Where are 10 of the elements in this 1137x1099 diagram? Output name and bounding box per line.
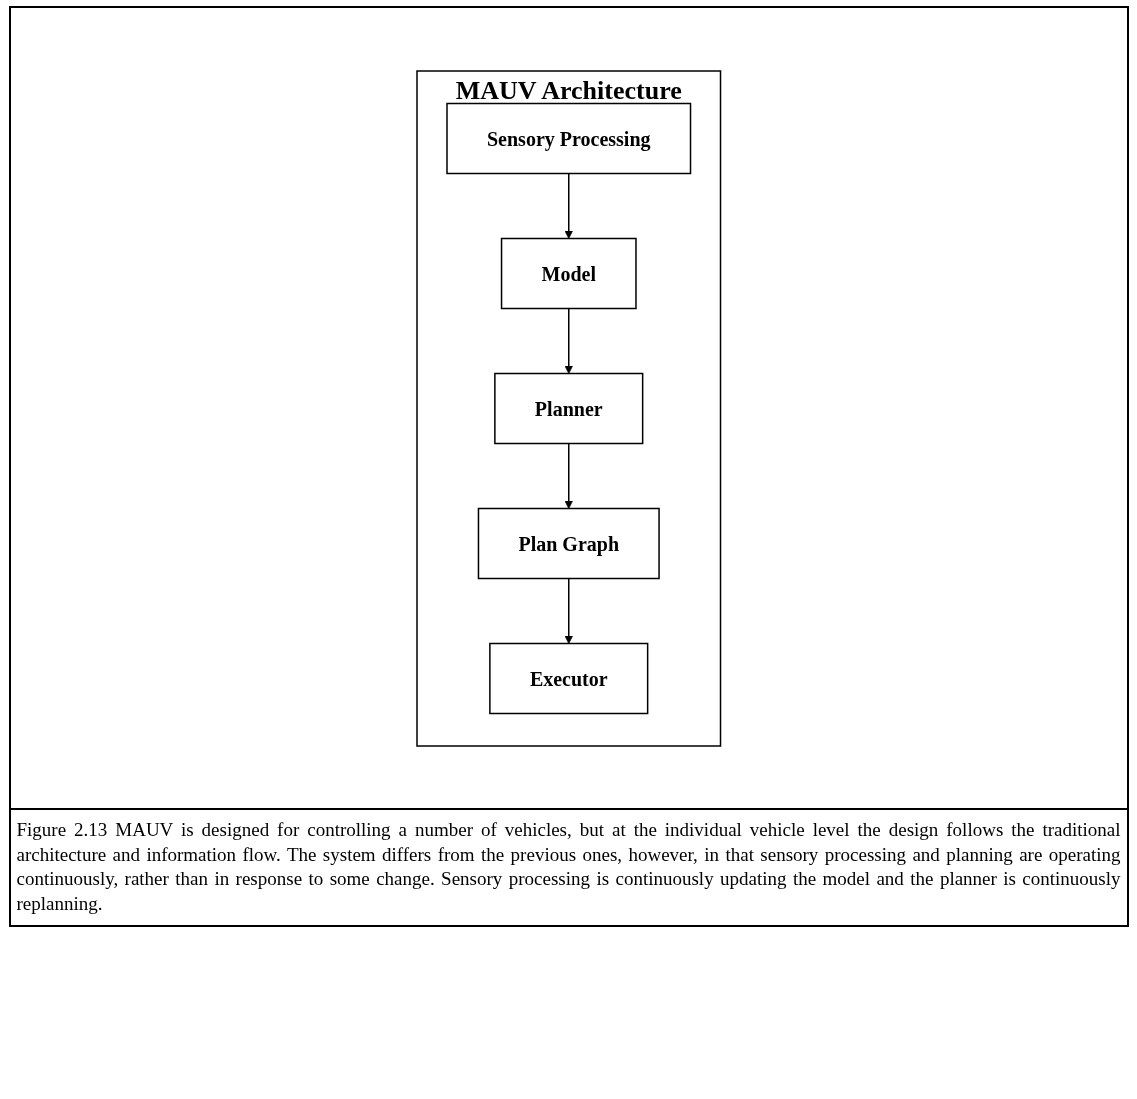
node-box: Sensory Processing — [446, 102, 691, 174]
node-box: Plan Graph — [477, 507, 660, 579]
arrow — [564, 442, 573, 509]
node-box: Executor — [488, 642, 649, 714]
figure-caption: Figure 2.13 MAUV is designed for controlling a number of vehicles, but at the individual vehicle level the design follows the traditional architecture and information flow. The system differs from the previous ones, however, in that sensory processing and planning are operating continuously, rather than in response to some change. Sensory processing is continuously updating the model and the planner is continuously replanning. — [10, 808, 1127, 925]
arrow — [564, 577, 573, 644]
arrow — [564, 172, 573, 239]
node-box: Planner — [493, 372, 644, 444]
arrow — [564, 307, 573, 374]
node-box: Model — [500, 237, 637, 309]
